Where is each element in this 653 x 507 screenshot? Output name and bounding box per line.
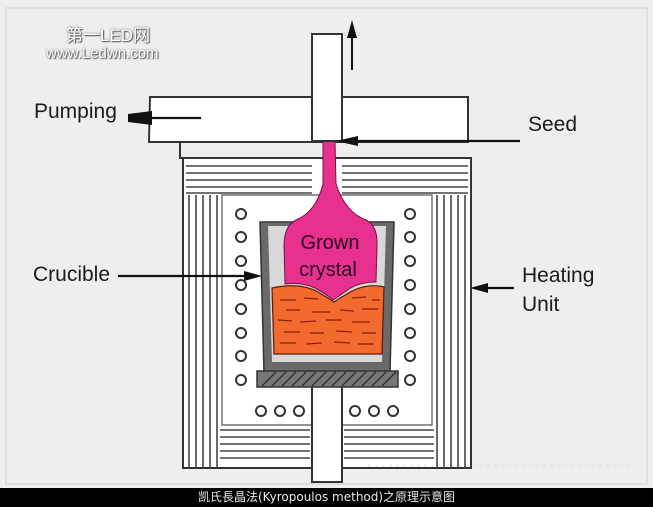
top-cap [147, 96, 469, 143]
right-insulation [436, 195, 466, 468]
left-insulation [188, 195, 218, 468]
heater-coils-right [404, 208, 416, 386]
top-insulation [186, 165, 468, 194]
figure-caption: 凯氏長晶法(Kyropoulos method)之原理示意图 [197, 490, 456, 504]
bottom-shaft [311, 385, 343, 483]
watermark-line1: 第一LED网 [66, 26, 151, 45]
pumping-label: Pumping [34, 100, 117, 123]
crystal-label-line1: Grown [301, 232, 360, 254]
heater-coils-bottom [255, 405, 399, 417]
seed-rod [311, 33, 343, 142]
grown-crystal [283, 139, 378, 301]
pumping-arrow-icon [128, 111, 201, 125]
heating-arrow-icon [470, 283, 514, 293]
seed-label: Seed [528, 113, 578, 136]
crucible-arrow-icon [118, 271, 262, 281]
pull-up-arrow-icon [347, 20, 357, 70]
diagram-border [5, 7, 648, 485]
kyropoulos-diagram: Grown crystal [0, 0, 653, 488]
heater-coils-left [235, 208, 247, 386]
crucible-label: Crucible [33, 263, 111, 286]
bottom-insulation [220, 429, 434, 459]
inner-chamber [221, 194, 433, 426]
watermark-line2: www.Ledwn.com [46, 45, 159, 62]
crystal-label-line2: crystal [299, 259, 357, 281]
seed-arrow-icon [336, 136, 520, 146]
crucible-base-hatch [261, 371, 397, 387]
melt-texture [277, 296, 380, 345]
heating-unit-label-line1: Heating [522, 264, 595, 287]
heating-unit-label-line2: Unit [522, 293, 560, 316]
